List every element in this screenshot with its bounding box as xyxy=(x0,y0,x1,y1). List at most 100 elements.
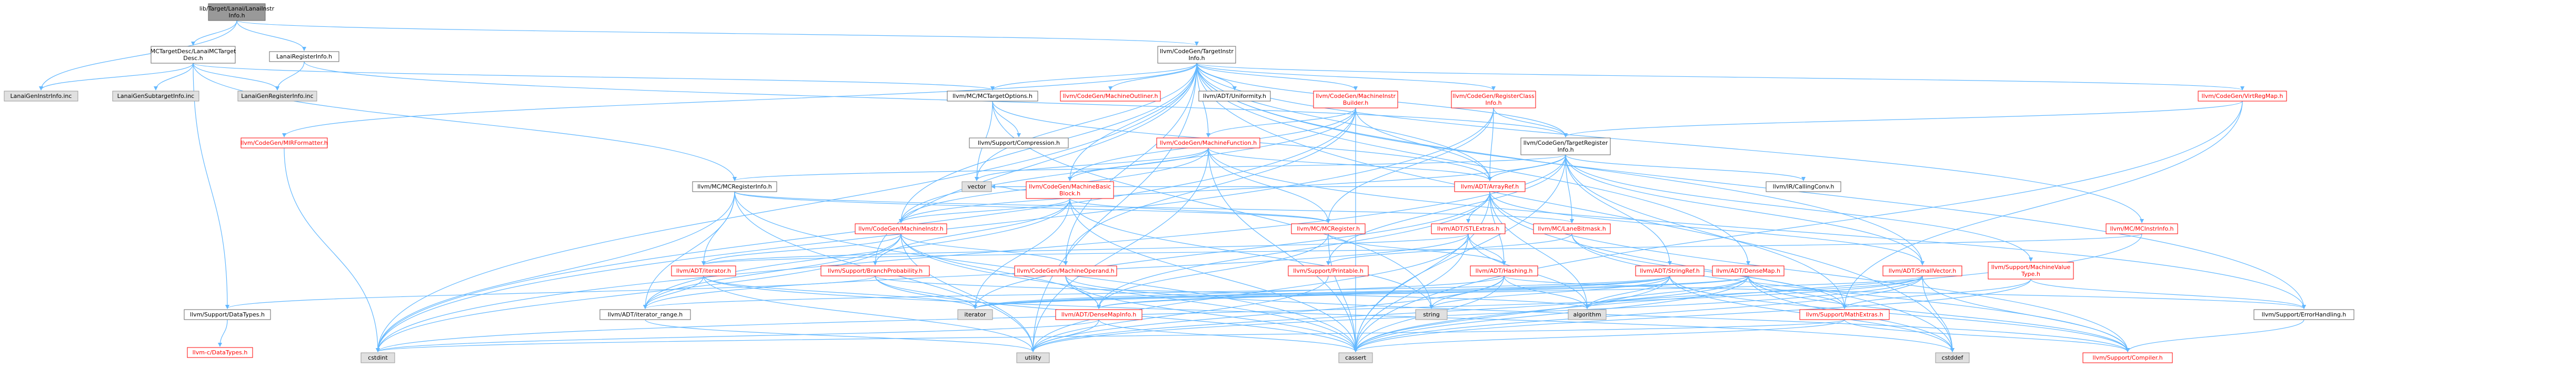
node-datatypes[interactable]: llvm/Support/DataTypes.h xyxy=(184,309,271,320)
node-label-stlext-0: llvm/ADT/STLExtras.h xyxy=(1437,225,1500,232)
edge-tii-to-arrayref xyxy=(1196,63,1492,181)
node-mf[interactable]: llvm/CodeGen/MachineFunction.h xyxy=(1156,137,1260,148)
node-mcii[interactable]: llvm/MC/MCInstrInfo.h xyxy=(2106,223,2178,234)
edge-densemapinfo-to-cassert xyxy=(1098,319,1358,352)
node-lri[interactable]: LanaiRegisterInfo.h xyxy=(269,51,339,62)
node-box-mbb xyxy=(1026,181,1114,199)
node-branchprob[interactable]: llvm/Support/BranchProbability.h xyxy=(820,265,930,276)
node-label-mi-0: llvm/CodeGen/MachineInstr.h xyxy=(858,225,943,232)
node-smallvec[interactable]: llvm/ADT/SmallVector.h xyxy=(1882,265,1962,276)
edge-densemap-to-algorithm xyxy=(1585,275,1749,309)
node-label-mcreg-0: llvm/MC/MCRegister.h xyxy=(1297,225,1360,232)
edge-stlext-to-iterator xyxy=(701,233,1469,265)
node-box-vrm xyxy=(2198,91,2287,102)
node-box-utility xyxy=(1016,352,1050,363)
node-iterrange[interactable]: llvm/ADT/iterator_range.h xyxy=(599,309,691,320)
node-stringref[interactable]: llvm/ADT/StringRef.h xyxy=(1635,265,1705,276)
node-densemap[interactable]: llvm/ADT/DenseMap.h xyxy=(1712,265,1785,276)
node-box-errhandling xyxy=(2253,309,2354,320)
node-mo[interactable]: llvm/CodeGen/MachineOperand.h xyxy=(1014,265,1117,276)
edge-tii-to-mib xyxy=(1196,63,1358,91)
node-callconv[interactable]: llvm/IR/CallingConv.h xyxy=(1766,181,1841,192)
edge-mf-to-mbb xyxy=(1068,147,1209,181)
edge-mi-to-iterrange xyxy=(643,233,901,309)
edge-mbb-to-vector xyxy=(991,184,1027,191)
node-box-lanemask xyxy=(1533,223,1611,234)
node-mathextras[interactable]: llvm/Support/MathExtras.h xyxy=(1799,309,1890,320)
node-label-root-1: Info.h xyxy=(228,12,245,19)
node-compiler[interactable]: llvm/Support/Compiler.h xyxy=(2082,352,2173,363)
edge-stringref-to-iteratorstd xyxy=(973,275,1670,309)
node-label-mib-0: llvm/CodeGen/MachineInstr xyxy=(1316,93,1396,100)
node-cdatatypes[interactable]: llvm-c/DataTypes.h xyxy=(187,347,253,358)
edge-densemap-to-cassert xyxy=(1354,275,1749,352)
edge-datatypes-to-cdatatypes xyxy=(218,319,228,347)
edge-lri-to-reginc xyxy=(275,61,305,91)
edge-stringref-to-algorithm xyxy=(1585,275,1670,309)
edge-tii-to-utility xyxy=(1031,63,1197,352)
node-label-string-0: string xyxy=(1423,311,1440,318)
node-stlext[interactable]: llvm/ADT/STLExtras.h xyxy=(1431,223,1506,234)
node-hashing[interactable]: llvm/ADT/Hashing.h xyxy=(1470,265,1538,276)
node-box-cdatatypes xyxy=(187,347,253,358)
node-box-iteratorstd xyxy=(957,309,993,320)
node-label-densemapinfo-0: llvm/ADT/DenseMapInfo.h xyxy=(1061,311,1137,318)
edge-mctopt-to-compr xyxy=(992,101,1021,137)
edge-stlext-to-hashing xyxy=(1468,233,1506,265)
node-errhandling[interactable]: llvm/Support/ErrorHandling.h xyxy=(2253,309,2354,320)
node-box-densemapinfo xyxy=(1055,309,1142,320)
node-label-mathextras-0: llvm/Support/MathExtras.h xyxy=(1806,311,1883,318)
node-label-mf-0: llvm/CodeGen/MachineFunction.h xyxy=(1160,140,1257,146)
node-arrayref[interactable]: llvm/ADT/ArrayRef.h xyxy=(1454,181,1526,192)
node-label-tii-1: Info.h xyxy=(1188,55,1205,62)
node-densemapinfo[interactable]: llvm/ADT/DenseMapInfo.h xyxy=(1055,309,1142,320)
node-mirfmt[interactable]: llvm/CodeGen/MIRFormatter.h xyxy=(240,137,328,148)
edge-tii-to-vrm xyxy=(1196,63,2244,91)
node-box-mib xyxy=(1313,91,1398,108)
node-mcreg[interactable]: llvm/MC/MCRegister.h xyxy=(1291,223,1366,234)
edge-smallvec-to-cassert xyxy=(1354,275,1923,352)
node-mcri[interactable]: llvm/MC/MCRegisterInfo.h xyxy=(692,181,777,192)
node-unif[interactable]: llvm/ADT/Uniformity.h xyxy=(1198,91,1271,102)
edge-mi-to-cstdint xyxy=(376,233,901,352)
node-iteratorstd: iterator xyxy=(957,309,993,320)
node-reginc: LanaiGenRegisterInfo.inc xyxy=(237,91,317,102)
node-label-iterrange-0: llvm/ADT/iterator_range.h xyxy=(608,311,683,318)
node-cstddef: cstddef xyxy=(1935,352,1970,363)
node-compr[interactable]: llvm/Support/Compression.h xyxy=(969,137,1069,148)
edge-vrm-to-mathextras xyxy=(1842,101,2243,309)
node-label-mo-0: llvm/CodeGen/MachineOperand.h xyxy=(1017,267,1114,274)
edge-rcinfo-to-tri xyxy=(1493,107,1568,137)
edge-smallvec-to-utility xyxy=(1031,275,1923,352)
node-box-compiler xyxy=(2082,352,2173,363)
node-algorithm: algorithm xyxy=(1568,309,1607,320)
edge-mib-to-mf xyxy=(1206,107,1356,137)
edge-mf-to-cassert xyxy=(1208,147,1358,352)
node-cassert: cassert xyxy=(1338,352,1373,363)
node-iterator[interactable]: llvm/ADT/iterator.h xyxy=(671,265,736,276)
node-mcout[interactable]: llvm/CodeGen/MachineOutliner.h xyxy=(1060,91,1161,102)
edges-layer xyxy=(39,20,2306,352)
node-vrm[interactable]: llvm/CodeGen/VirtRegMap.h xyxy=(2198,91,2287,102)
node-vector: vector xyxy=(961,181,992,192)
node-label-mctopt-0: llvm/MC/MCTargetOptions.h xyxy=(953,93,1033,100)
edge-mf-to-utility xyxy=(1031,147,1209,352)
edge-arrayref-to-cassert xyxy=(1354,191,1490,352)
edge-mbb-to-mi xyxy=(899,198,1070,223)
edge-tri-to-mathextras xyxy=(1565,154,1847,309)
node-box-lri xyxy=(269,51,339,62)
edge-mathextras-to-compiler xyxy=(1844,319,2130,352)
node-printable[interactable]: llvm/Support/Printable.h xyxy=(1288,265,1369,276)
node-lanemask[interactable]: llvm/MC/LaneBitmask.h xyxy=(1533,223,1611,234)
node-mi[interactable]: llvm/CodeGen/MachineInstr.h xyxy=(855,223,947,234)
node-mctopt[interactable]: llvm/MC/MCTargetOptions.h xyxy=(947,91,1038,102)
node-label-compr-0: llvm/Support/Compression.h xyxy=(978,140,1060,146)
